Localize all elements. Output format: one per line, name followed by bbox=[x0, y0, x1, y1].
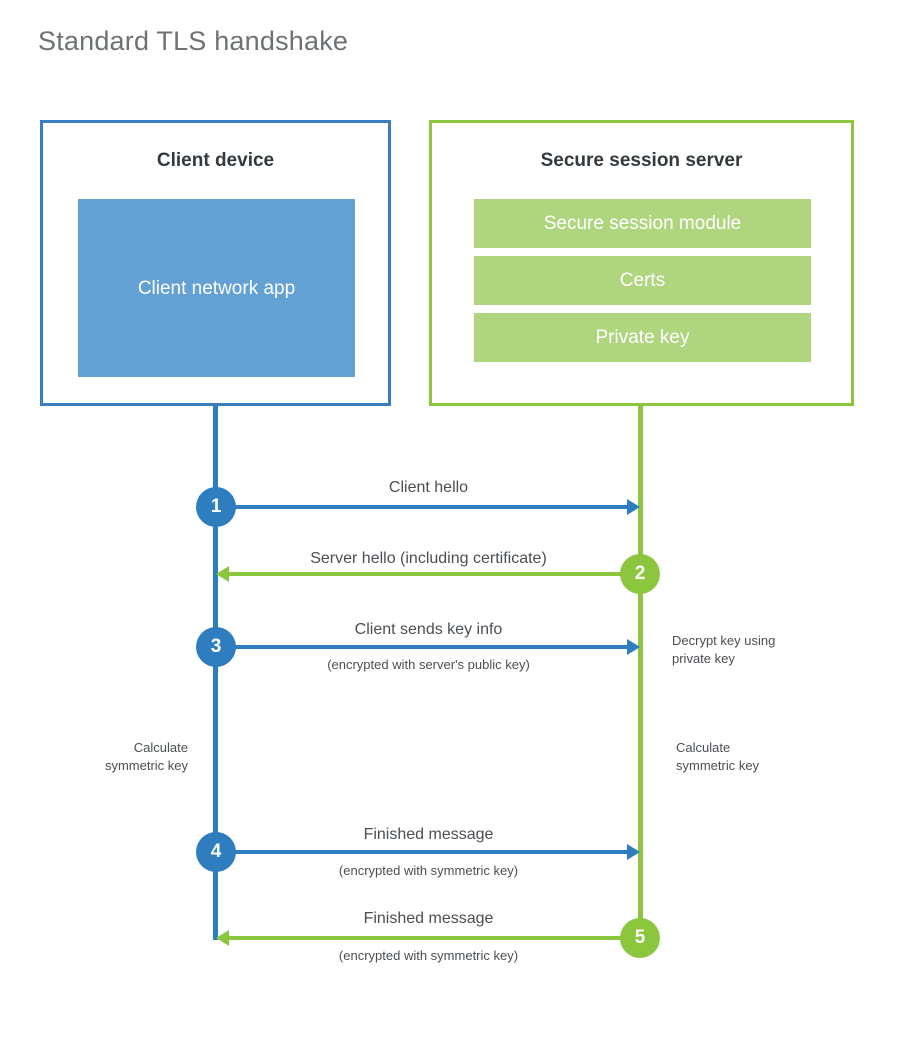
arrowhead-right-icon bbox=[627, 844, 640, 860]
server-calc-note-line1: Calculate bbox=[676, 740, 731, 755]
step-2-label: Server hello (including certificate) bbox=[310, 550, 547, 567]
page-title: Standard TLS handshake bbox=[38, 26, 349, 56]
client-lifeline bbox=[213, 406, 218, 940]
step-2-badge: 2 bbox=[620, 554, 660, 594]
step-1-label: Client hello bbox=[388, 479, 469, 496]
step-3-arrow bbox=[216, 639, 640, 655]
step-3-label: Client sends key info bbox=[354, 621, 503, 638]
step-4-badge: 4 bbox=[196, 832, 236, 872]
secure-session-server-box: Secure session server Secure session mod… bbox=[429, 120, 854, 406]
server-component-list: Secure session module Certs Private key bbox=[474, 199, 811, 362]
server-component-secure-session-module: Secure session module bbox=[474, 199, 811, 248]
client-device-title: Client device bbox=[156, 150, 275, 171]
step-4-arrow bbox=[216, 844, 640, 860]
client-network-app-block: Client network app bbox=[78, 199, 355, 377]
step-3-sublabel: (encrypted with server's public key) bbox=[327, 657, 530, 672]
arrowhead-right-icon bbox=[627, 499, 640, 515]
secure-session-server-title: Secure session server bbox=[540, 150, 743, 171]
client-calculate-symmetric-key-note: Calculate symmetric key bbox=[20, 739, 188, 775]
step-1-badge: 1 bbox=[196, 487, 236, 527]
step-1-arrow bbox=[216, 499, 640, 515]
step-5-sublabel: (encrypted with symmetric key) bbox=[338, 948, 519, 963]
arrowhead-left-icon bbox=[216, 566, 229, 582]
decrypt-key-note-line2: private key bbox=[672, 651, 735, 666]
step-5-arrow bbox=[216, 930, 641, 946]
server-component-private-key: Private key bbox=[474, 313, 811, 362]
server-component-certs: Certs bbox=[474, 256, 811, 305]
arrowhead-right-icon bbox=[627, 639, 640, 655]
client-device-box: Client device Client network app bbox=[40, 120, 391, 406]
client-calc-note-line1: Calculate bbox=[133, 740, 188, 755]
server-lifeline bbox=[638, 406, 643, 940]
server-calc-note-line2: symmetric key bbox=[676, 758, 760, 773]
step-5-label: Finished message bbox=[363, 910, 494, 927]
decrypt-key-note-line1: Decrypt key using bbox=[672, 633, 776, 648]
client-calc-note-line2: symmetric key bbox=[104, 758, 188, 773]
step-2-arrow bbox=[216, 566, 641, 582]
server-calculate-symmetric-key-note: Calculate symmetric key bbox=[676, 739, 856, 775]
decrypt-key-note: Decrypt key using private key bbox=[672, 632, 852, 668]
step-4-label: Finished message bbox=[363, 826, 494, 843]
arrowhead-left-icon bbox=[216, 930, 229, 946]
step-3-badge: 3 bbox=[196, 627, 236, 667]
step-4-sublabel: (encrypted with symmetric key) bbox=[338, 863, 519, 878]
step-5-badge: 5 bbox=[620, 918, 660, 958]
